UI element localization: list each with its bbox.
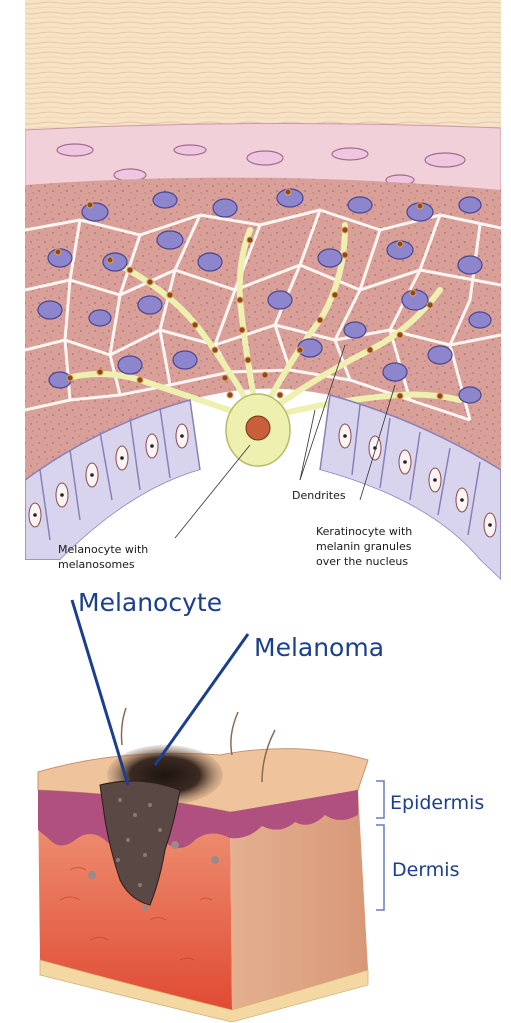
label-melanoma: Melanoma — [254, 633, 384, 662]
label-melanocyte-line1: Melanocyte with — [58, 543, 148, 556]
melanoma-leader-line — [155, 634, 248, 765]
melanocyte-leader-line — [72, 600, 128, 785]
label-dendrites: Dendrites — [292, 489, 346, 502]
label-keratinocyte-line2: melanin granules — [316, 540, 412, 553]
epidermis-bracket — [376, 781, 384, 818]
stratum-corneum — [25, 0, 501, 140]
dermis-bracket — [376, 825, 384, 910]
melanocyte-nucleus — [246, 416, 270, 440]
label-dermis: Dermis — [392, 859, 459, 881]
label-keratinocyte-line1: Keratinocyte with — [316, 525, 412, 538]
label-keratinocyte-line3: over the nucleus — [316, 555, 408, 568]
label-epidermis: Epidermis — [390, 792, 484, 814]
epidermis-cross-section-illustration — [25, 0, 501, 580]
label-melanocyte: Melanocyte — [78, 588, 222, 617]
label-melanocyte-line2: melanosomes — [58, 558, 135, 571]
skin-block-illustration — [38, 600, 384, 1022]
